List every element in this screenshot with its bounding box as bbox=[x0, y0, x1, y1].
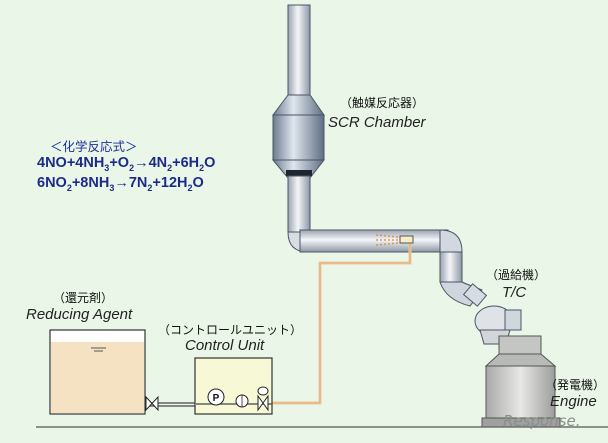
control-unit-en-label: Control Unit bbox=[185, 337, 265, 354]
chemical-equation-1: 4NO+4NH3+O2→4N2+6H2O bbox=[37, 155, 216, 173]
control-valve-actuator-icon bbox=[257, 386, 269, 396]
engine-body bbox=[485, 365, 556, 419]
turbocharger-pipe bbox=[439, 251, 463, 283]
scr-chamber-body bbox=[272, 114, 325, 161]
scr-flange bbox=[286, 170, 312, 176]
chemical-equation-2: 6NO2+8NH3→7N2+12H2O bbox=[37, 175, 204, 193]
engine-shoulder bbox=[484, 353, 557, 367]
reducing-agent-en-label: Reducing Agent bbox=[26, 306, 133, 323]
pump-icon bbox=[207, 388, 225, 406]
engine-top-block bbox=[498, 335, 542, 355]
tank-valve-icon bbox=[145, 395, 159, 412]
exhaust-stack bbox=[287, 4, 311, 96]
pipe-elbow-right bbox=[439, 229, 463, 253]
scr-outlet-pipe bbox=[287, 175, 311, 233]
tank-liquid bbox=[51, 342, 144, 413]
chemical-equation-title: ＜化学反応式＞ bbox=[50, 139, 138, 154]
scr-chamber-en-label: SCR Chamber bbox=[328, 114, 426, 131]
pump-letter: P bbox=[213, 393, 220, 404]
control-valve-icon bbox=[257, 394, 269, 412]
scr-chamber-jp-label: （触媒反応器） bbox=[340, 96, 425, 110]
reductant-feed-line-edge bbox=[272, 244, 411, 404]
engine-base bbox=[481, 417, 561, 428]
horizontal-duct bbox=[299, 229, 449, 253]
control-unit-jp-label: （コントロールユニット） bbox=[158, 323, 303, 337]
reducing-agent-jp-label: （還元剤） bbox=[53, 291, 114, 305]
turbocharger-jp-label: （過給機） bbox=[486, 268, 547, 282]
scr-top-cone bbox=[272, 94, 325, 116]
turbocharger-neck bbox=[462, 283, 488, 307]
engine-jp-label: （発電機） bbox=[545, 378, 606, 392]
response-watermark: Response. bbox=[503, 412, 581, 430]
turbocharger-outlet bbox=[504, 309, 522, 331]
injection-nozzle bbox=[399, 235, 414, 244]
engine-en-label: Engine bbox=[550, 393, 597, 410]
turbocharger-en-label: T/C bbox=[502, 284, 527, 301]
